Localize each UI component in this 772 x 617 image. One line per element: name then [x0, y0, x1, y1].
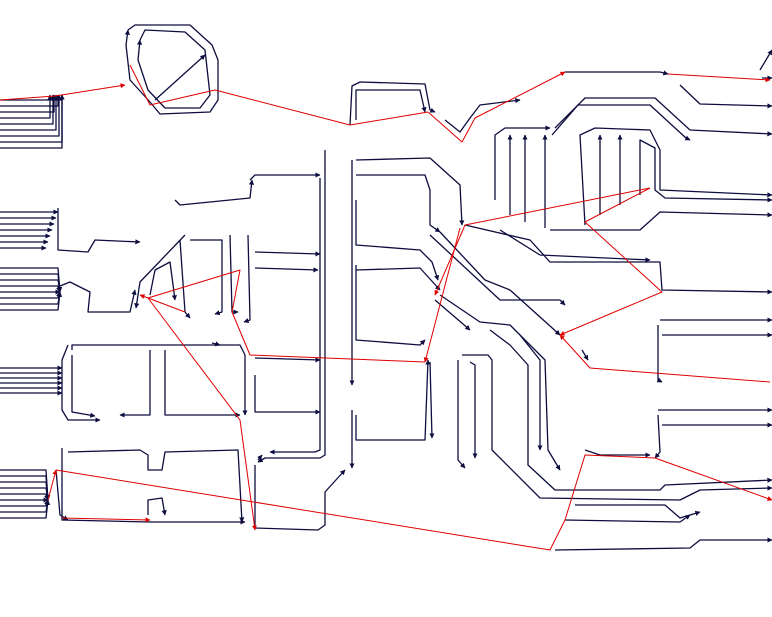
trace-path [0, 291, 63, 311]
trace-path [355, 267, 441, 291]
trace-path [71, 355, 96, 418]
trace-path [355, 359, 431, 441]
trace-path [59, 281, 137, 313]
trace-path [0, 94, 56, 125]
travel-move [129, 64, 566, 143]
travel-moves-group [0, 64, 772, 551]
trace-path [147, 497, 167, 516]
trace-path [269, 178, 321, 455]
trace-path [257, 454, 263, 461]
trace-path [551, 104, 691, 141]
trace-path [61, 344, 101, 423]
trace-path [654, 414, 661, 459]
trace-path [211, 341, 221, 347]
trace-path [57, 208, 141, 253]
trace-path [254, 375, 321, 415]
trace-path [564, 514, 691, 523]
trace-path [464, 224, 772, 295]
travel-move [61, 517, 151, 523]
trace-path [0, 469, 51, 501]
trace-path [469, 361, 478, 459]
travel-move [667, 73, 771, 83]
trace-path [439, 231, 561, 336]
trace-path [575, 504, 701, 519]
trace-path [164, 350, 241, 418]
trace-path [0, 493, 49, 501]
trace-path [0, 499, 51, 519]
trace-path [0, 481, 51, 501]
trace-path [119, 350, 151, 418]
trace-path [0, 94, 59, 131]
trace-path [61, 448, 246, 525]
trace-path [0, 273, 63, 293]
trace-path [494, 125, 551, 200]
trace-path [639, 139, 772, 203]
trace-path [759, 49, 772, 71]
trace-path [0, 291, 61, 299]
trace-path [149, 261, 177, 301]
travel-move [147, 269, 426, 531]
trace-paths-group [0, 24, 772, 551]
trace-path [154, 54, 206, 101]
trace-path [550, 211, 772, 231]
trace-path [0, 94, 65, 149]
trace-path [0, 94, 57, 113]
trace-path [243, 234, 251, 323]
trace-path [124, 24, 219, 115]
trace-path [434, 299, 471, 331]
trace-path [134, 234, 186, 309]
trace-path [355, 157, 465, 226]
trace-path [579, 127, 772, 226]
trace-path [355, 89, 427, 120]
travel-move [55, 454, 772, 551]
trace-path [71, 344, 248, 416]
trace-path [179, 239, 191, 319]
trace-path [554, 537, 772, 551]
travel-move [559, 187, 663, 336]
trace-path [565, 70, 669, 76]
trace-path [254, 357, 321, 363]
trace-path [254, 251, 321, 257]
trace-path [519, 334, 543, 451]
trace-path [554, 97, 772, 137]
trace-path [656, 325, 663, 383]
travel-move [47, 469, 58, 501]
trace-path [581, 349, 589, 361]
trace-path [349, 81, 436, 126]
travel-move [0, 83, 126, 101]
trace-path [136, 29, 211, 109]
travel-move [434, 187, 651, 296]
trace-path [429, 361, 435, 439]
trace-path [67, 449, 245, 523]
trace-path [355, 265, 426, 346]
trace-path [0, 94, 53, 119]
trace-path [249, 172, 321, 181]
trace-path [489, 329, 772, 491]
travel-move [139, 294, 186, 313]
trace-path [444, 98, 521, 133]
trace-path [0, 285, 61, 293]
trace-path [355, 200, 439, 281]
trace-path [499, 229, 651, 263]
trace-path [0, 94, 62, 137]
trace-path [257, 150, 326, 463]
travel-move [559, 334, 771, 383]
trace-path [0, 499, 49, 507]
trace-path [254, 465, 346, 531]
trace-path [679, 84, 772, 109]
trace-path [429, 234, 566, 306]
trace-path [584, 449, 651, 458]
trace-path [457, 360, 466, 469]
trace-path [439, 294, 561, 471]
trace-path [462, 354, 772, 501]
trace-path [254, 267, 319, 273]
trace-path [356, 174, 441, 233]
travel-move [423, 227, 461, 363]
trace-path [174, 179, 255, 206]
